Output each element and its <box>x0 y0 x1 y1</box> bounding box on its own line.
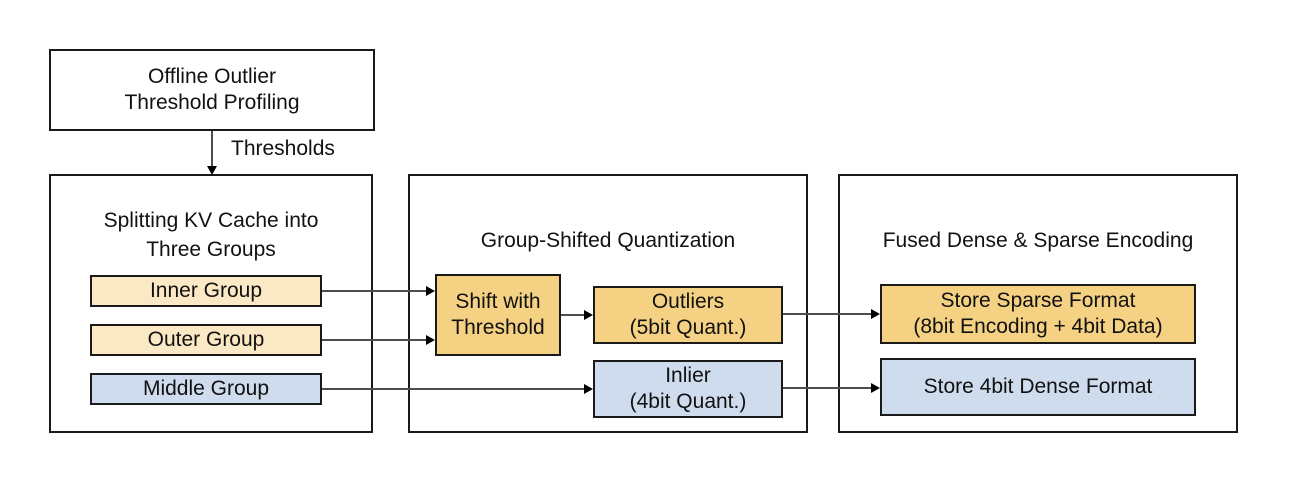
outliers-to-sparse-arrowhead-icon <box>871 309 880 319</box>
inner-group-label: Inner Group <box>149 279 263 302</box>
middle-group-box: Middle Group <box>90 373 322 405</box>
quantization-title: Group-Shifted Quantization <box>480 229 736 252</box>
store-sparse-format-label: Store Sparse Format (8bit Encoding + 4bi… <box>913 289 1163 338</box>
shift-with-threshold-box: Shift with Threshold <box>435 274 561 356</box>
middle-group-label: Middle Group <box>142 377 270 400</box>
thresholds-arrow-line <box>211 131 213 167</box>
outer-group-box: Outer Group <box>90 324 322 356</box>
inlier-to-dense-line <box>783 387 872 389</box>
shift-with-threshold-label: Shift with Threshold <box>451 290 545 339</box>
splitting-title: Splitting KV Cache into Three Groups <box>103 209 319 261</box>
inner-to-shift-line <box>322 290 427 292</box>
inner-group-box: Inner Group <box>90 275 322 307</box>
store-sparse-format-box: Store Sparse Format (8bit Encoding + 4bi… <box>880 284 1196 344</box>
thresholds-arrowhead-icon <box>207 166 217 175</box>
outliers-box: Outliers (5bit Quant.) <box>593 286 783 344</box>
shift-to-outliers-line <box>561 314 585 316</box>
outer-group-label: Outer Group <box>147 328 265 351</box>
thresholds-arrow-label: Thresholds <box>231 137 335 160</box>
store-dense-format-box: Store 4bit Dense Format <box>880 358 1196 416</box>
inlier-label: Inlier (4bit Quant.) <box>629 364 747 413</box>
inlier-box: Inlier (4bit Quant.) <box>593 360 783 418</box>
outliers-to-sparse-line <box>783 313 872 315</box>
outliers-label: Outliers (5bit Quant.) <box>629 290 747 339</box>
store-dense-format-label: Store 4bit Dense Format <box>923 375 1153 398</box>
outer-to-shift-line <box>322 339 427 341</box>
offline-profiling-label: Offline Outlier Threshold Profiling <box>124 65 300 114</box>
inner-to-shift-arrowhead-icon <box>426 286 435 296</box>
middle-to-inlier-line <box>322 388 585 390</box>
shift-to-outliers-arrowhead-icon <box>584 310 593 320</box>
middle-to-inlier-arrowhead-icon <box>584 384 593 394</box>
inlier-to-dense-arrowhead-icon <box>871 383 880 393</box>
offline-profiling-box: Offline Outlier Threshold Profiling <box>49 49 375 131</box>
encoding-title: Fused Dense & Sparse Encoding <box>882 229 1194 252</box>
outer-to-shift-arrowhead-icon <box>426 335 435 345</box>
